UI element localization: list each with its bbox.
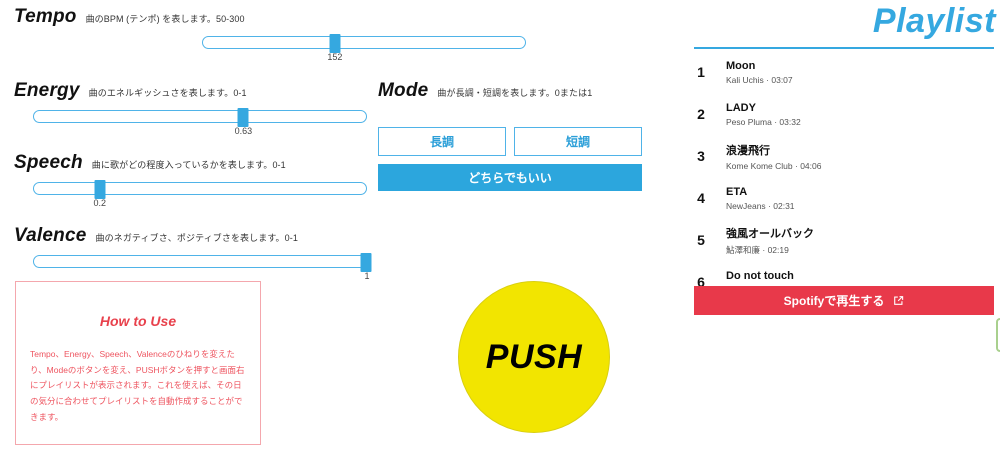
energy-slider-thumb[interactable] <box>237 108 249 127</box>
track-subtitle: Kali Uchis · 03:07 <box>726 74 793 85</box>
track-title: 強風オールバック <box>726 227 814 240</box>
track-duration: 02:19 <box>767 244 789 255</box>
mode-minor-button[interactable]: 短調 <box>514 127 642 156</box>
tempo-slider-track[interactable] <box>202 34 526 53</box>
playlist-track-list: 1 Moon Kali Uchis · 03:07 2 LADY Peso Pl… <box>694 53 1000 301</box>
track-number: 2 <box>697 106 705 122</box>
mode-button-row: 長調 短調 <box>378 127 642 156</box>
push-button[interactable]: PUSH <box>458 281 610 433</box>
tempo-slider[interactable]: 152 <box>202 34 526 62</box>
playlist-panel: Playlist 1 Moon Kali Uchis · 03:07 2 LAD… <box>694 0 1000 459</box>
track-meta: LADY Peso Pluma · 03:32 <box>726 102 801 127</box>
mode-any-button[interactable]: どちらでもいい <box>378 164 642 191</box>
speech-slider[interactable]: 0.2 <box>33 180 367 208</box>
track-number: 4 <box>697 190 705 206</box>
track-row[interactable]: 5 強風オールバック 鮎澤和廉 · 02:19 <box>694 221 1000 259</box>
track-title: Moon <box>726 59 756 72</box>
energy-slider-track[interactable] <box>33 108 367 127</box>
track-title: ETA <box>726 185 748 198</box>
speech-title: Speech <box>14 152 83 173</box>
track-row[interactable]: 3 浪漫飛行 Kome Kome Club · 04:06 <box>694 137 1000 175</box>
valence-slider[interactable]: 1 <box>33 253 372 281</box>
track-title: LADY <box>726 101 756 114</box>
track-artist: Kome Kome Club <box>726 160 793 171</box>
mode-major-button[interactable]: 長調 <box>378 127 506 156</box>
control-energy: Energy 曲のエネルギッシュさを表します。0-1 0.63 <box>14 80 372 136</box>
control-tempo: Tempo 曲のBPM (テンポ) を表します。50-300 152 <box>14 6 526 62</box>
control-speech: Speech 曲に歌がどの程度入っているかを表します。0-1 0.2 <box>14 152 372 208</box>
track-number: 6 <box>697 274 705 290</box>
track-subtitle: 鮎澤和廉 · 02:19 <box>726 244 789 255</box>
speech-heading: Speech 曲に歌がどの程度入っているかを表します。0-1 <box>14 152 372 174</box>
track-duration: 03:07 <box>771 74 793 85</box>
track-subtitle: Kome Kome Club · 04:06 <box>726 160 822 171</box>
tempo-title: Tempo <box>14 6 77 27</box>
energy-description: 曲のエネルギッシュさを表します。0-1 <box>88 88 247 98</box>
track-duration: 04:06 <box>800 160 822 171</box>
tempo-value: 152 <box>327 52 343 62</box>
track-row[interactable]: 1 Moon Kali Uchis · 03:07 <box>694 53 1000 91</box>
how-to-use-body: Tempo、Energy、Speech、Valenceのひねりを変えたり、Mod… <box>30 349 245 422</box>
tempo-description: 曲のBPM (テンポ) を表します。50-300 <box>85 14 245 24</box>
how-to-use-panel: How to Use Tempo、Energy、Speech、Valenceのひ… <box>15 281 261 445</box>
control-valence: Valence 曲のネガティブさ、ポジティブさを表します。0-1 1 <box>14 225 372 281</box>
track-duration: 03:32 <box>779 116 801 127</box>
valence-title: Valence <box>14 225 87 246</box>
speech-slider-thumb[interactable] <box>94 180 106 199</box>
valence-heading: Valence 曲のネガティブさ、ポジティブさを表します。0-1 <box>14 225 372 247</box>
tempo-heading: Tempo 曲のBPM (テンポ) を表します。50-300 <box>14 6 372 28</box>
track-number: 3 <box>697 148 705 164</box>
valence-slider-track[interactable] <box>33 253 372 272</box>
track-meta: ETA NewJeans · 02:31 <box>726 186 795 211</box>
mode-title: Mode <box>378 80 429 101</box>
external-link-icon <box>893 295 904 306</box>
track-subtitle: Peso Pluma · 03:32 <box>726 116 801 127</box>
track-meta: 浪漫飛行 Kome Kome Club · 04:06 <box>726 142 821 171</box>
green-side-tab[interactable] <box>996 318 1000 352</box>
speech-slider-track[interactable] <box>33 180 367 199</box>
track-title: 浪漫飛行 <box>726 144 770 157</box>
mode-heading: Mode 曲が長調・短調を表します。0または1 <box>378 80 642 102</box>
playlist-title: Playlist <box>872 2 996 40</box>
valence-description: 曲のネガティブさ、ポジティブさを表します。0-1 <box>95 233 298 243</box>
track-artist: Peso Pluma <box>726 116 772 127</box>
tempo-slider-thumb[interactable] <box>329 34 341 53</box>
control-mode: Mode 曲が長調・短調を表します。0または1 長調 短調 どちらでもいい <box>378 80 642 191</box>
track-row[interactable]: 2 LADY Peso Pluma · 03:32 <box>694 95 1000 133</box>
how-to-use-title: How to Use <box>99 313 177 329</box>
track-duration: 02:31 <box>773 200 795 211</box>
track-number: 1 <box>697 64 705 80</box>
playlist-divider <box>694 47 994 49</box>
energy-slider[interactable]: 0.63 <box>33 108 367 136</box>
track-artist: 鮎澤和廉 <box>726 244 761 255</box>
mode-description: 曲が長調・短調を表します。0または1 <box>437 88 593 98</box>
energy-heading: Energy 曲のエネルギッシュさを表します。0-1 <box>14 80 372 102</box>
valence-value: 1 <box>364 271 370 281</box>
energy-value: 0.63 <box>234 126 253 136</box>
track-row[interactable]: 4 ETA NewJeans · 02:31 <box>694 179 1000 217</box>
track-artist: NewJeans <box>726 200 766 211</box>
spotify-play-button[interactable]: Spotifyで再生する <box>694 286 994 315</box>
track-meta: Moon Kali Uchis · 03:07 <box>726 60 793 85</box>
track-title: Do not touch <box>726 269 794 282</box>
track-artist: Kali Uchis <box>726 74 764 85</box>
track-meta: 強風オールバック 鮎澤和廉 · 02:19 <box>726 225 814 256</box>
track-number: 5 <box>697 232 705 248</box>
speech-value: 0.2 <box>93 198 107 208</box>
spotify-play-label: Spotifyで再生する <box>783 294 885 308</box>
track-subtitle: NewJeans · 02:31 <box>726 200 795 211</box>
speech-description: 曲に歌がどの程度入っているかを表します。0-1 <box>91 160 286 170</box>
energy-title: Energy <box>14 80 80 101</box>
valence-slider-thumb[interactable] <box>360 253 372 272</box>
